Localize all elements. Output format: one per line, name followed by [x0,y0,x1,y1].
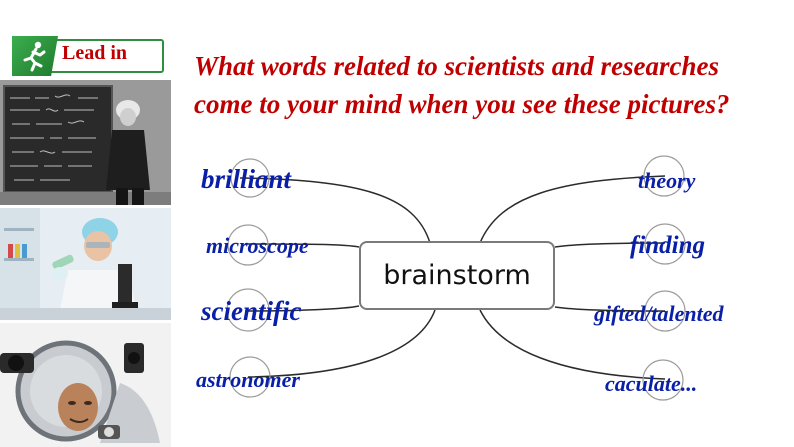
node-bubble-theory [643,155,685,197]
node-bubble-astronomer [229,356,271,398]
word-theory: theory [638,168,696,193]
question-line-1: What words related to scientists and res… [194,51,720,81]
node-bubble-brilliant [230,158,270,198]
connector-microscope [244,243,360,248]
connector-astronomer [247,309,436,378]
node-bubble-microscope [227,224,269,266]
diver-explorer-photo [0,323,171,447]
node-bubble-caculate [642,359,684,401]
question-line-2: come to your mind when you see these pic… [194,89,730,119]
word-scientific: scientific [201,296,302,326]
connector-caculate [479,309,666,380]
lab-researcher-photo [0,208,171,320]
word-brilliant: brilliant [201,164,292,194]
word-astronomer: astronomer [196,367,300,392]
word-finding: finding [630,232,706,259]
connector-gifted [554,306,666,312]
question-text: What words related to scientists and res… [194,47,792,123]
word-caculate: caculate... [605,371,698,396]
connector-theory [479,175,666,244]
node-bubble-gifted [644,290,686,332]
running-person-icon [12,36,58,76]
brainstorm-center-node: brainstorm [359,241,555,310]
lead-in-tag: Lead in [12,36,164,76]
scientist-chalkboard-photo [0,80,171,205]
node-bubble-finding [644,223,686,265]
connector-finding [554,242,666,248]
lead-in-label: Lead in [62,42,128,64]
word-gifted-talented: gifted/talented [594,301,724,326]
connector-scientific [244,305,360,312]
node-bubble-scientific [226,288,270,332]
word-microscope: microscope [206,233,309,258]
connector-brilliant [239,177,431,244]
